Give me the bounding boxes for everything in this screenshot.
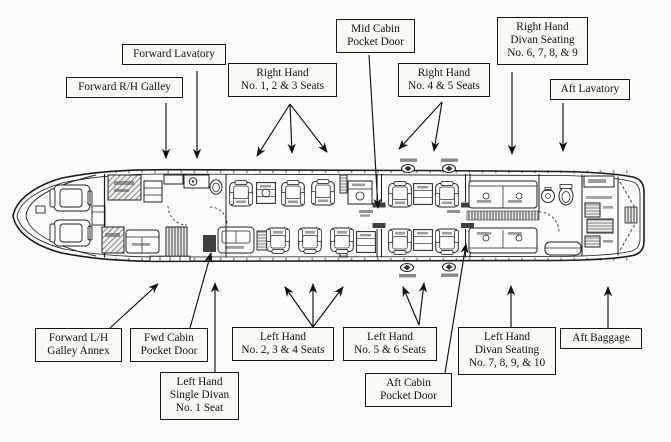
exit-row-cabinet [347,180,373,205]
fwd-pocket-door-unit [203,235,216,252]
callout-line: Forward R/H Galley [78,81,171,93]
arrow-lh-galley-annex [109,283,159,329]
left-hand-seats-2-3-4 [266,228,375,253]
callout-aft-lavatory: Aft Lavatory [550,79,630,101]
arrow-lh-seat-4 [312,286,344,328]
right-hand-seats-4-5 [388,182,458,207]
callout-line: Single Divan [169,389,230,402]
arrow-mid-pocket-door [368,54,382,210]
callout-line: Left Hand [366,331,414,343]
callout-line: Forward L/H [48,332,109,344]
callout-line: Left Hand [176,376,223,388]
callout-line: Forward Lavatory [133,48,215,60]
callout-line: Divan Seating [474,344,540,357]
callout-right-hand-seats-45: Right Hand No. 4 & 5 Seats [398,63,490,98]
emergency-exits [399,158,458,278]
aft-cabin-center-credenza [466,210,540,221]
callout-line: Aft Baggage [572,332,630,344]
arrow-lh-seat-5 [402,286,420,326]
callout-line: Right Hand [256,67,309,79]
callout-line: Aft Cabin [386,377,431,389]
callout-arrows [109,54,613,374]
callout-fwd-cabin-pocket-door: Fwd Cabin Pocket Door [130,328,208,363]
center-console [91,205,106,226]
callout-line: Left Hand [259,331,307,343]
left-hand-divan-seating [468,227,538,254]
door-swing-arc [209,206,228,225]
callout-left-hand-seats-234: Left Hand No. 2, 3 & 4 Seats [232,327,334,362]
forward-toilet-icon [209,179,223,195]
forward-rh-galley-unit [107,174,142,201]
low-cabinet [256,230,268,251]
forward-settee [125,229,160,254]
callout-line: No. 2, 3 & 4 Seats [241,344,325,357]
aft-baggage-compartment [617,176,639,256]
forward-sink-icon [188,177,198,186]
door-swing-arc [167,205,188,226]
main-entry-door [149,255,191,262]
pilot-seat [49,184,93,212]
arrow-lh-seat-2 [284,286,314,328]
callout-mid-cabin-pocket-door: Mid Cabin Pocket Door [336,19,415,54]
callout-line: No. 1, 2 & 3 Seats [240,80,325,93]
callout-left-hand-single-divan: Left Hand Single Divan No. 1 Seat [160,372,239,420]
callout-aft-baggage: Aft Baggage [560,328,642,350]
arrow-rh-seat-3 [289,103,328,153]
callout-left-hand-seats-56: Left Hand No. 5 & 6 Seats [343,327,437,362]
arrow-rh-seat-2 [287,103,296,155]
aft-closets [581,174,615,257]
aft-sink-icon [541,189,555,203]
callout-line: Right Hand [417,67,471,79]
arrow-lh-seat-6 [418,281,428,326]
callout-right-hand-seats-123: Right Hand No. 1, 2 & 3 Seats [228,63,337,98]
aft-bench [544,241,582,256]
callout-aft-cabin-pocket-door: Aft Cabin Pocket Door [365,373,452,408]
callout-right-hand-divan: Right Hand Divan Seating No. 6, 7, 8, & … [497,17,588,65]
callout-line: Left Hand [483,331,531,343]
wardrobe-unit [165,226,188,258]
forward-galley-lavatory-section [101,174,228,258]
right-hand-seats-1-2-3 [229,180,334,206]
fuselage-outline [12,168,645,263]
callout-left-hand-divan: Left Hand Divan Seating No. 7, 8, 9, & 1… [458,327,556,375]
copilot-seat [49,219,93,247]
callout-forward-rh-galley: Forward R/H Galley [66,77,183,99]
callout-line: Aft Lavatory [560,83,620,95]
callout-line: Pocket Door [347,36,404,49]
callout-line: No. 1 Seat [175,402,224,415]
callout-line: No. 7, 8, 9, & 10 [468,357,546,370]
callout-line: Divan Seating [510,34,575,47]
aft-lavatory-area [538,174,582,256]
callout-line: Fwd Cabin [144,332,194,344]
arrow-rh-seat-5 [431,101,443,153]
callout-line: Pocket Door [380,390,437,403]
callout-line: No. 6, 7, 8, & 9 [507,47,578,60]
arrow-fwd-pocket-door [189,252,213,329]
callout-line: Mid Cabin [351,23,400,35]
door-swing-arc [538,211,560,233]
callout-line: Galley Annex [47,345,110,358]
callout-line: No. 5 & 6 Seats [354,344,426,357]
arrow-aft-pocket-door [444,242,469,374]
arrow-rh-seat-4 [398,101,443,150]
arrow-rh-seat-1 [256,103,291,157]
cockpit [25,174,106,257]
left-hand-single-divan [217,226,255,254]
callout-forward-lavatory: Forward Lavatory [122,44,226,66]
right-hand-divan-seating [468,180,538,209]
callout-line: Pocket Door [140,345,198,358]
callout-line: No. 4 & 5 Seats [408,80,480,93]
callout-line: Right Hand [516,21,569,33]
left-hand-seats-5-6 [388,229,458,254]
forward-lh-galley-annex-unit [101,226,125,254]
callout-forward-lh-galley-annex: Forward L/H Galley Annex [35,328,122,363]
